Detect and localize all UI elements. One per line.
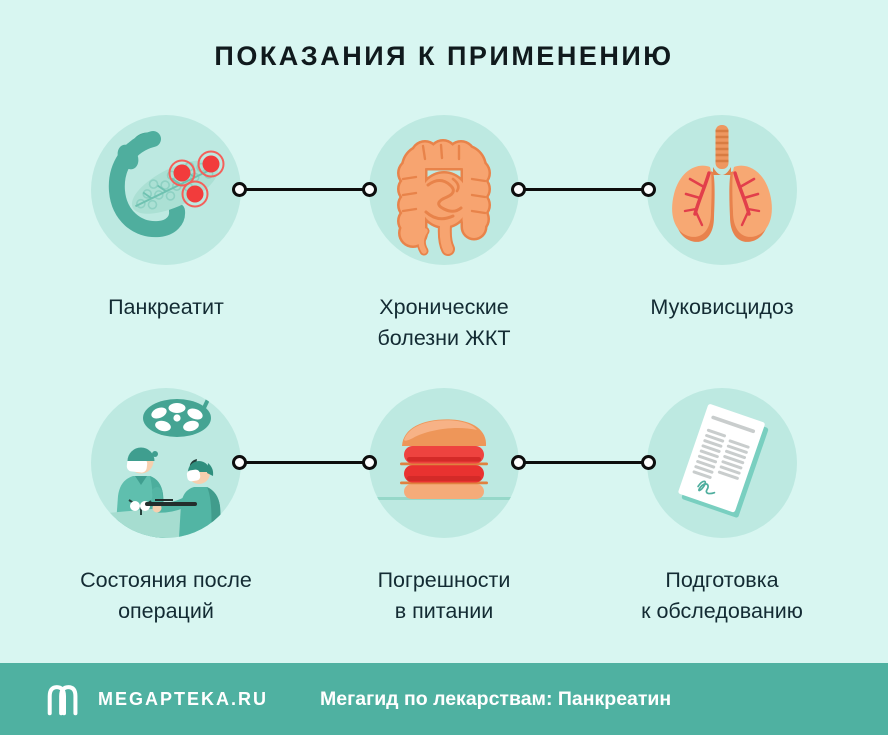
connector-bar <box>245 188 364 191</box>
card-diet-errors: Погрешности в питании <box>284 388 604 627</box>
surgery-icon <box>91 388 241 538</box>
connector-dot <box>362 182 377 197</box>
connector-line <box>511 182 656 197</box>
label-line: в питании <box>394 599 494 623</box>
connector-line <box>511 455 656 470</box>
megapteka-logo-icon <box>47 685 78 716</box>
card-cystic-fibrosis: Муковисцидоз <box>562 115 882 323</box>
card-post-surgery: Состояния после операций <box>6 388 326 627</box>
connector-bar <box>245 461 364 464</box>
label-line: Погрешности <box>377 568 511 592</box>
card-label: Хронические болезни ЖКТ <box>377 292 510 354</box>
connector-dot <box>362 455 377 470</box>
footer-bar: MEGAPTEKA.RU Мегагид по лекарствам: Панк… <box>0 663 888 735</box>
connector-bar <box>524 461 643 464</box>
intestines-icon <box>369 115 519 265</box>
label-line: Состояния после <box>80 568 252 592</box>
label-line: Муковисцидоз <box>650 295 794 319</box>
card-label: Состояния после операций <box>80 565 252 627</box>
connector-dot <box>641 455 656 470</box>
label-line: операций <box>118 599 214 623</box>
card-exam-preparation: Подготовка к обследованию <box>562 388 882 627</box>
connector-bar <box>524 188 643 191</box>
document-icon <box>647 388 797 538</box>
card-label: Муковисцидоз <box>650 292 793 323</box>
page-title: ПОКАЗАНИЯ К ПРИМЕНЕНИЮ <box>214 41 674 71</box>
card-label: Погрешности в питании <box>378 565 511 627</box>
label-line: Хронические <box>379 295 509 319</box>
label-line: болезни ЖКТ <box>377 326 511 350</box>
label-line: Подготовка <box>665 568 779 592</box>
burger-icon <box>369 388 519 538</box>
footer-tagline: Мегагид по лекарствам: Панкреатин <box>320 687 672 710</box>
connector-dot <box>641 182 656 197</box>
connector-line <box>232 182 377 197</box>
pancreas-icon <box>91 115 241 265</box>
card-gi-diseases: Хронические болезни ЖКТ <box>284 115 604 354</box>
card-label: Подготовка к обследованию <box>641 565 803 627</box>
card-label: Панкреатит <box>108 292 224 323</box>
label-line: к обследованию <box>641 599 803 623</box>
card-pancreatitis: Панкреатит <box>6 115 326 323</box>
label-line: Панкреатит <box>108 295 224 319</box>
connector-line <box>232 455 377 470</box>
brand-name: MEGAPTEKA.RU <box>98 688 269 709</box>
lungs-icon <box>647 115 797 265</box>
